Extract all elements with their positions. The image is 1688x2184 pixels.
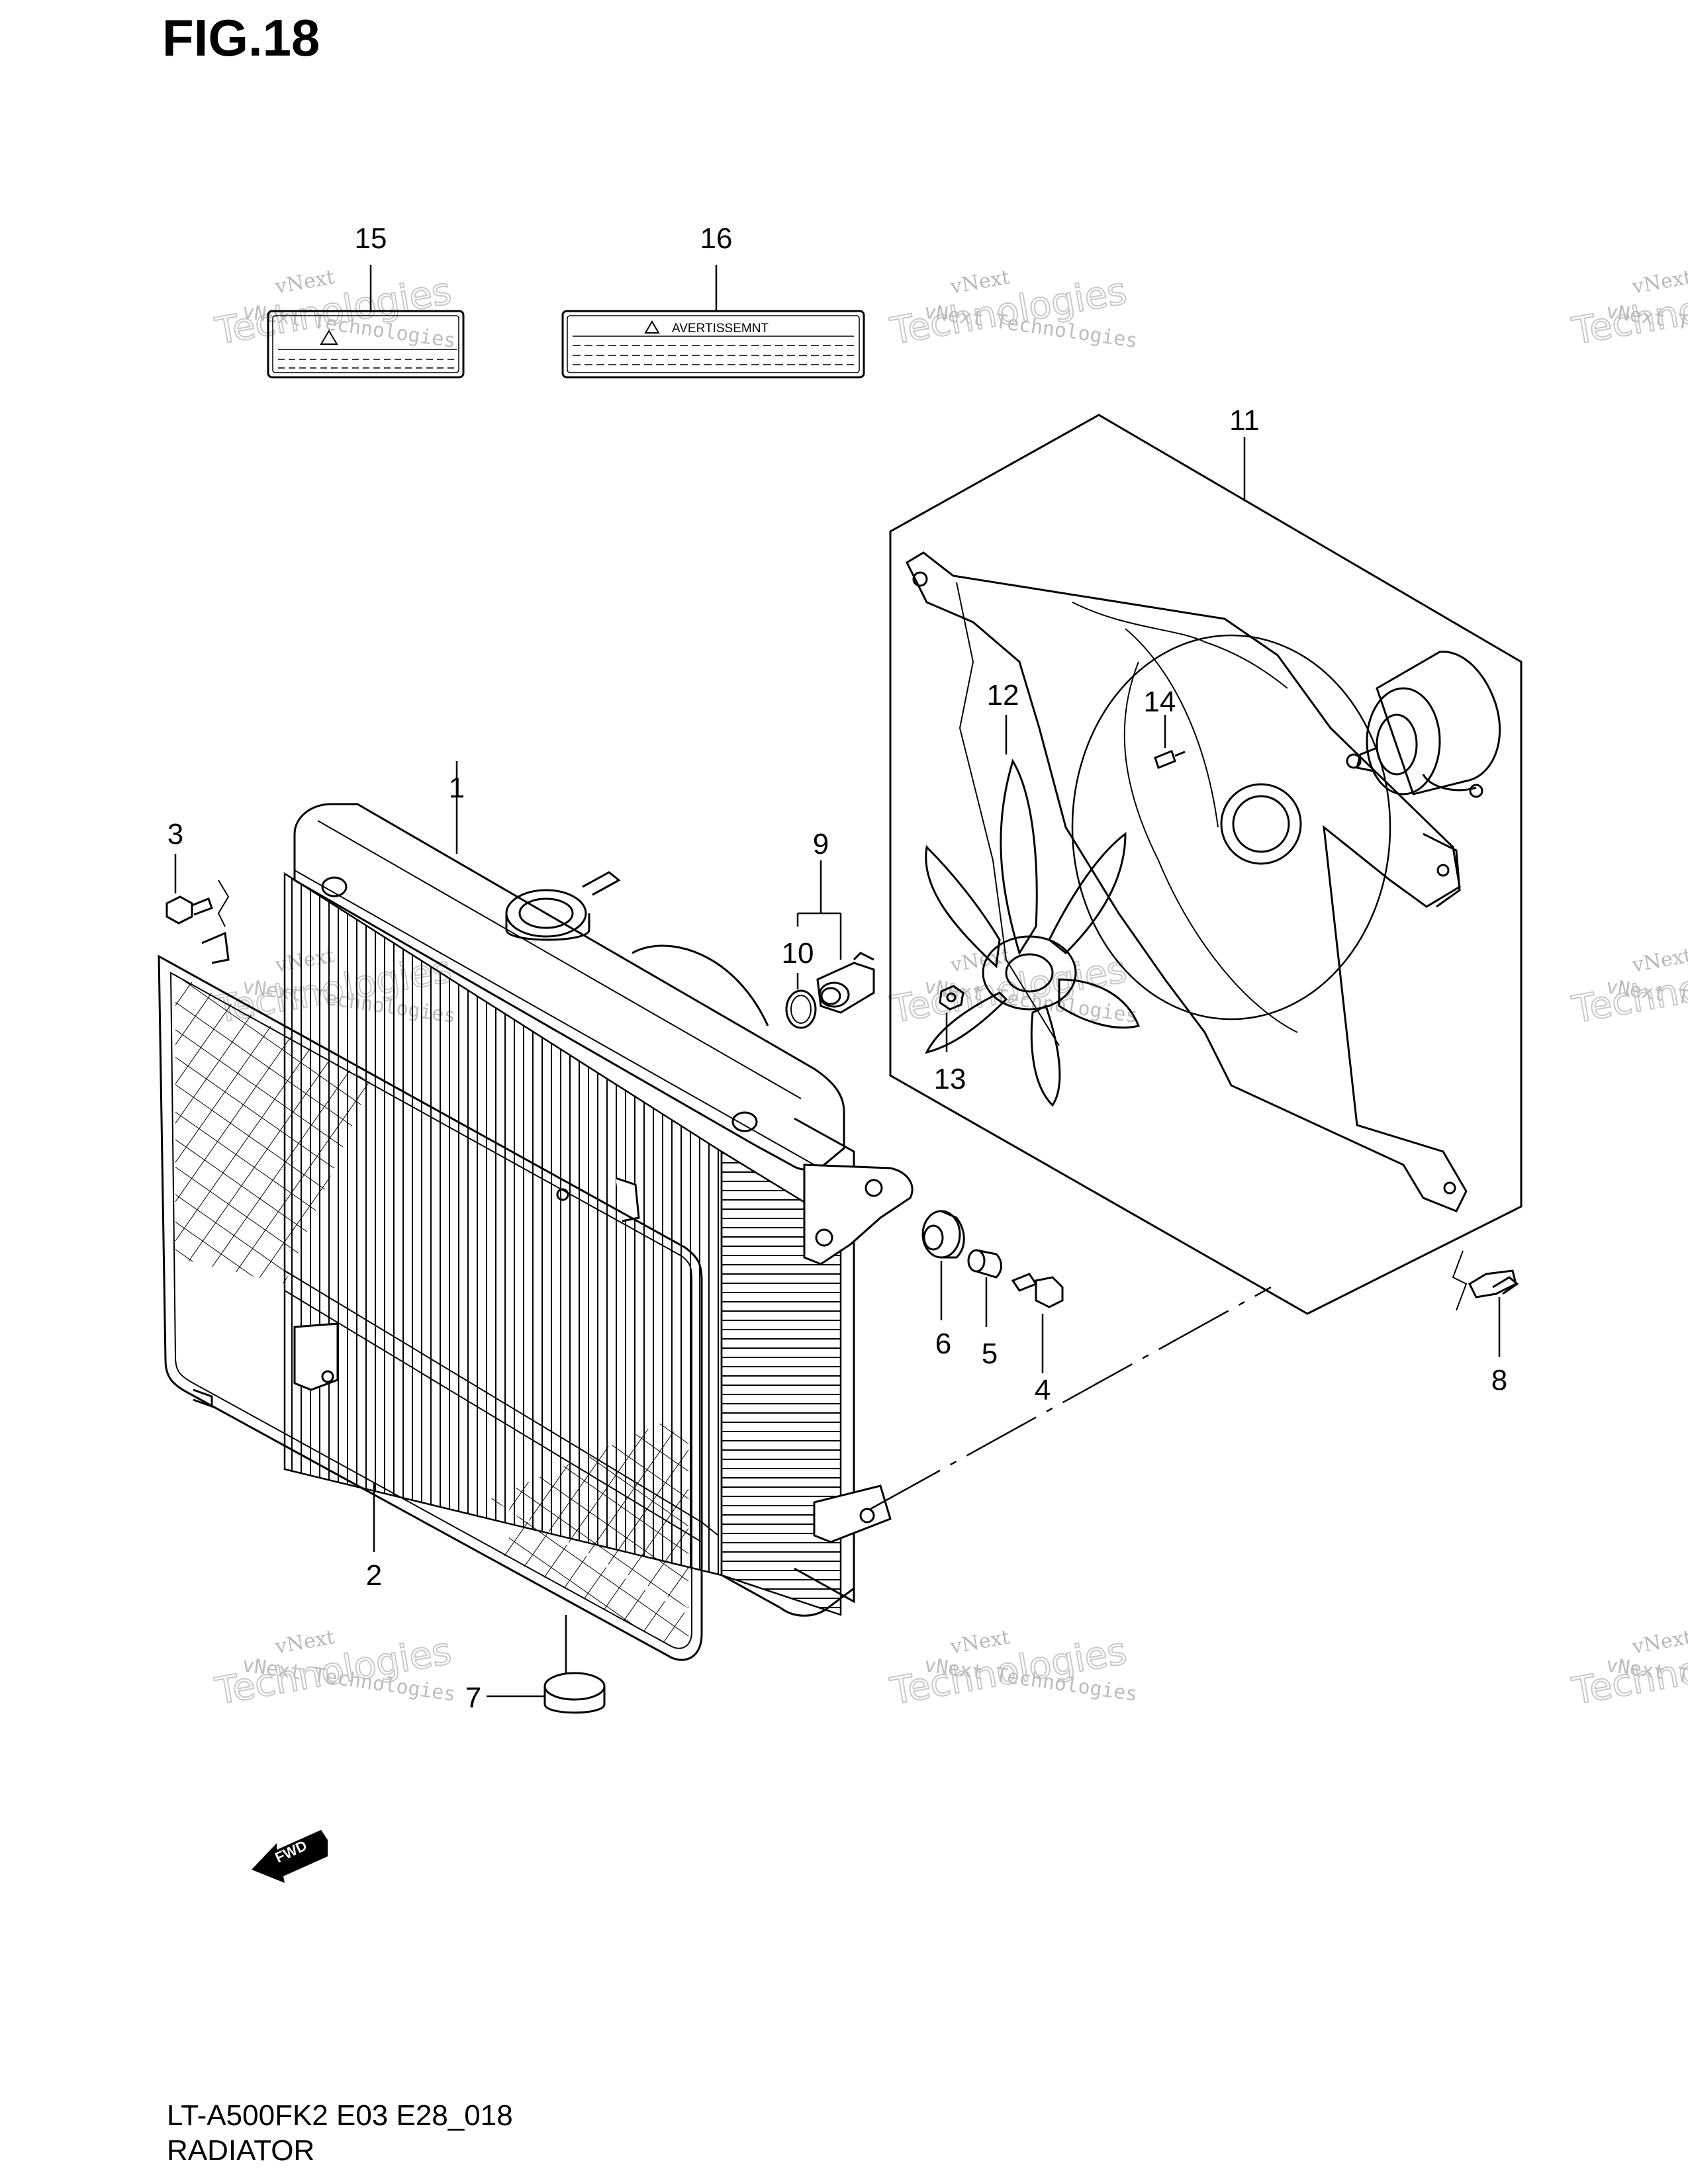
part-8-bolt (1452, 1250, 1519, 1357)
part-6-grommet (921, 1210, 965, 1320)
part-14-screw (1154, 715, 1186, 769)
callout-1: 1 (449, 772, 465, 804)
part-1-radiator (193, 761, 914, 1617)
callout-13: 13 (934, 1063, 966, 1095)
part-10-o-ring (785, 973, 817, 1029)
callout-7: 7 (465, 1682, 481, 1714)
callout-16: 16 (700, 222, 733, 255)
callout-8: 8 (1491, 1364, 1507, 1396)
callout-11: 11 (1229, 404, 1260, 437)
part-7-cushion (487, 1615, 606, 1714)
fan-motor (1346, 651, 1501, 798)
callout-4: 4 (1035, 1374, 1051, 1406)
callout-6: 6 (935, 1328, 951, 1360)
callout-12: 12 (987, 679, 1019, 711)
callout-14: 14 (1144, 686, 1176, 718)
part-9-thermo-switch (796, 860, 875, 1014)
part-16-warning-label (561, 265, 865, 379)
part-15-label-decal (267, 265, 465, 379)
part-5-collar (967, 1249, 1002, 1327)
section-name: RADIATOR (167, 2134, 315, 2167)
callout-5: 5 (982, 1338, 998, 1370)
assembly-line (870, 1286, 1272, 1510)
part-12-cooling-fan (925, 715, 1141, 1107)
callout-2: 2 (366, 1559, 382, 1592)
watermark-3: vNext Technologies (1568, 265, 1688, 354)
warning-label-text: AVERTISSEMNT (672, 322, 769, 336)
part-4-bolt (1011, 1273, 1064, 1373)
callout-9: 9 (813, 828, 829, 860)
part-2-radiator-screen (158, 954, 703, 1661)
part-3-bolt (165, 854, 230, 927)
callout-15: 15 (355, 222, 387, 255)
model-code: LT-A500FK2 E03 E28_018 (167, 2099, 513, 2132)
callout-10: 10 (782, 937, 814, 970)
callout-3: 3 (167, 818, 183, 850)
part-11-fan-shroud (889, 414, 1523, 1315)
part-13-nut (939, 985, 964, 1052)
fwd-arrow-icon: FWD (252, 1830, 328, 1883)
figure-title: FIG.18 (162, 9, 320, 67)
